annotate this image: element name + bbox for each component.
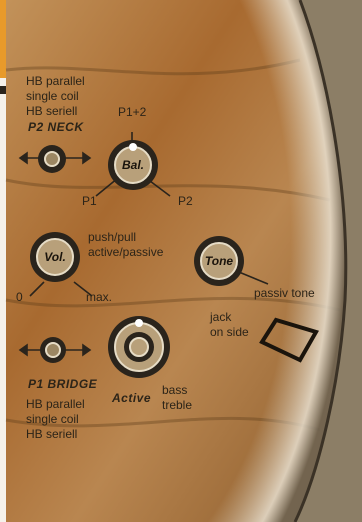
balance-knob[interactable]: Bal. — [108, 140, 158, 190]
jack-label-2: on side — [210, 325, 249, 339]
active-pointer — [135, 319, 143, 327]
p2-switch-name: P2 NECK — [28, 120, 84, 134]
toggle-switch-icon — [45, 342, 61, 358]
toggle-switch-icon — [44, 151, 60, 167]
tone-knob[interactable]: Tone — [194, 236, 244, 286]
balance-pointer — [129, 143, 137, 151]
volume-knob[interactable]: Vol. — [30, 232, 80, 282]
accent-bar — [0, 0, 6, 78]
p1-mode-1: HB parallel — [26, 397, 85, 411]
active-label: Active — [112, 391, 151, 405]
volume-min-label: 0 — [16, 290, 23, 304]
p2-toggle-switch[interactable] — [38, 145, 66, 173]
p2-mode-1: HB parallel — [26, 74, 85, 88]
balance-top-label: P1+2 — [118, 105, 146, 119]
balance-right-label: P2 — [178, 194, 193, 208]
active-stacked-knob[interactable] — [108, 316, 170, 378]
p2-mode-2: single coil — [26, 89, 79, 103]
p2-mode-3: HB seriell — [26, 104, 77, 118]
p1-mode-2: single coil — [26, 412, 79, 426]
jack-label-1: jack — [210, 310, 231, 324]
tone-knob-label: Tone — [202, 254, 236, 268]
left-strip — [0, 0, 6, 522]
p1-mode-3: HB seriell — [26, 427, 77, 441]
active-note-bass: bass — [162, 383, 187, 397]
volume-max-label: max. — [86, 290, 112, 304]
p1-toggle-switch[interactable] — [40, 337, 66, 363]
tone-note: passiv tone — [254, 286, 315, 300]
volume-note-1: push/pull — [88, 230, 136, 244]
p1-switch-name: P1 BRIDGE — [28, 377, 97, 391]
volume-knob-label: Vol. — [38, 250, 72, 264]
volume-note-2: active/passive — [88, 245, 163, 259]
active-note-treble: treble — [162, 398, 192, 412]
balance-left-label: P1 — [82, 194, 97, 208]
balance-knob-label: Bal. — [116, 158, 150, 172]
